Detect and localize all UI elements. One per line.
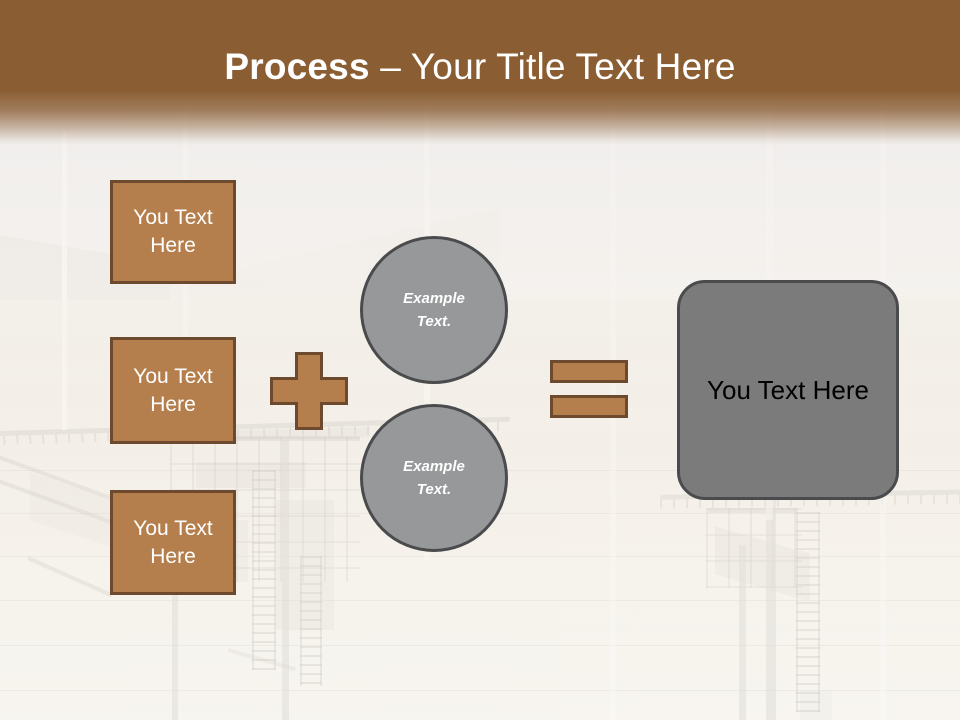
result-box[interactable]: You Text Here <box>677 280 899 500</box>
title-emphasis: Process <box>224 46 370 87</box>
title-band <box>0 0 960 145</box>
page-title: Process – Your Title Text Here <box>0 45 960 89</box>
plus-join-vertical <box>298 355 320 427</box>
equals-bar-top <box>550 360 628 383</box>
title-remainder: – Your Title Text Here <box>369 46 736 87</box>
plus-operator-icon <box>270 352 348 430</box>
equals-operator-icon <box>550 360 628 418</box>
equals-bar-bottom <box>550 395 628 418</box>
